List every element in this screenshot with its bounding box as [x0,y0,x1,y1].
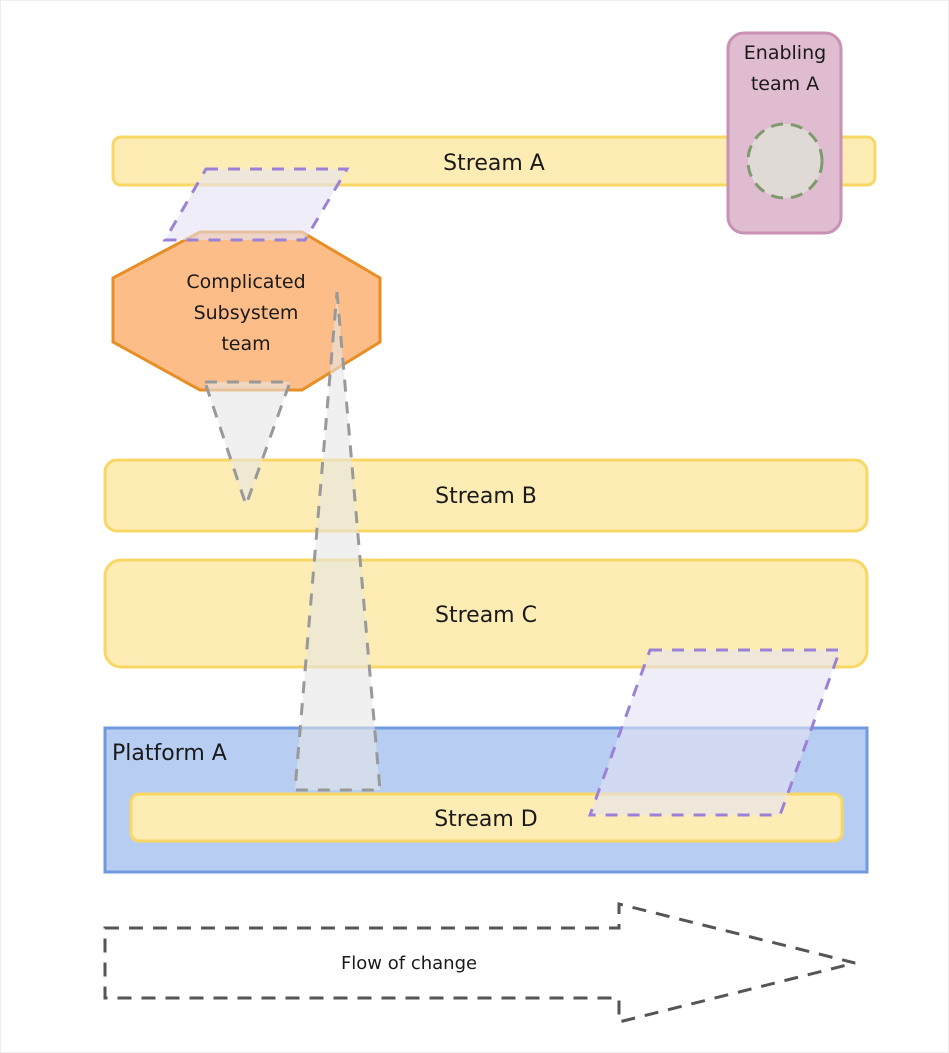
facilitating-interaction-stream-a[interactable] [162,167,350,242]
stream-b-box[interactable] [103,458,869,533]
flow-of-change-label: Flow of change [341,953,477,974]
complicated-subsystem-label-line3: team [221,333,270,355]
enabling-team-label-line1: Enabling [744,42,826,64]
stream-a-label: Stream A [443,151,545,176]
x-as-a-service-interaction-stream-b[interactable] [202,380,293,510]
stream-d-label: Stream D [434,807,538,832]
flow-of-change-arrow [103,902,856,1024]
stream-c-box[interactable] [103,558,869,669]
complicated-subsystem-label-line1: Complicated [186,271,305,293]
complicated-subsystem-label-line2: Subsystem [194,302,299,324]
stream-b-label: Stream B [435,484,537,509]
enabling-team-label-line2: team A [751,73,819,95]
x-as-a-service-interaction-stream-d[interactable] [293,291,382,792]
platform-a-label: Platform A [112,741,227,766]
enabling-team-circle-icon [746,122,824,200]
facilitating-interaction-stream-c-d[interactable] [587,648,843,817]
stream-c-label: Stream C [435,603,537,628]
